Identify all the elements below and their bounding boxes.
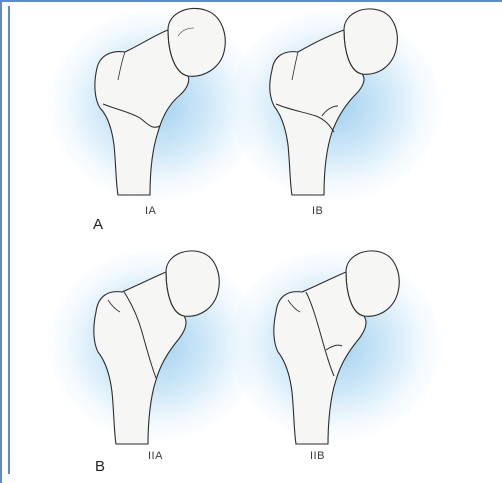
panel-label-iia: IIA [148,450,163,462]
panel-label-ib: IB [312,205,323,217]
panel-label-ia: IA [145,205,156,217]
section-b-label: B [95,458,105,475]
femoral-head-iib [346,251,399,316]
panel-label-iib: IIB [310,450,325,462]
section-a-label: A [93,216,103,233]
